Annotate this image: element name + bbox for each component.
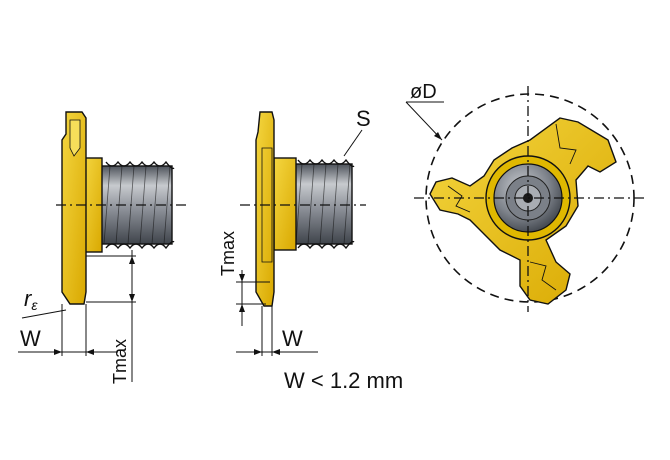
middle-view: S Tmax W W < 1.2 mm	[218, 106, 403, 393]
s-leader	[343, 129, 363, 157]
middle-w-dimension	[236, 306, 318, 356]
left-w-dimension	[18, 304, 118, 356]
diameter-label: øD	[410, 81, 437, 103]
middle-thread-shank	[293, 158, 355, 250]
left-tmax-label: Tmax	[110, 339, 130, 384]
r-epsilon-label: rε	[24, 286, 38, 313]
left-tmax-dimension	[86, 250, 136, 382]
r-epsilon-leader	[21, 309, 67, 319]
middle-collar	[273, 157, 297, 251]
middle-w-label: W	[282, 326, 303, 351]
middle-tmax-dimension	[236, 270, 270, 326]
middle-tmax-label: Tmax	[218, 231, 238, 276]
s-label: S	[356, 106, 371, 131]
middle-insert-blade	[255, 111, 275, 307]
left-view: Tmax W rε	[18, 111, 188, 384]
left-w-label: W	[20, 326, 41, 351]
right-view: øD	[405, 81, 644, 312]
w-limit-note: W < 1.2 mm	[284, 368, 403, 393]
diameter-leader	[405, 101, 444, 141]
left-insert-blade	[61, 111, 87, 305]
